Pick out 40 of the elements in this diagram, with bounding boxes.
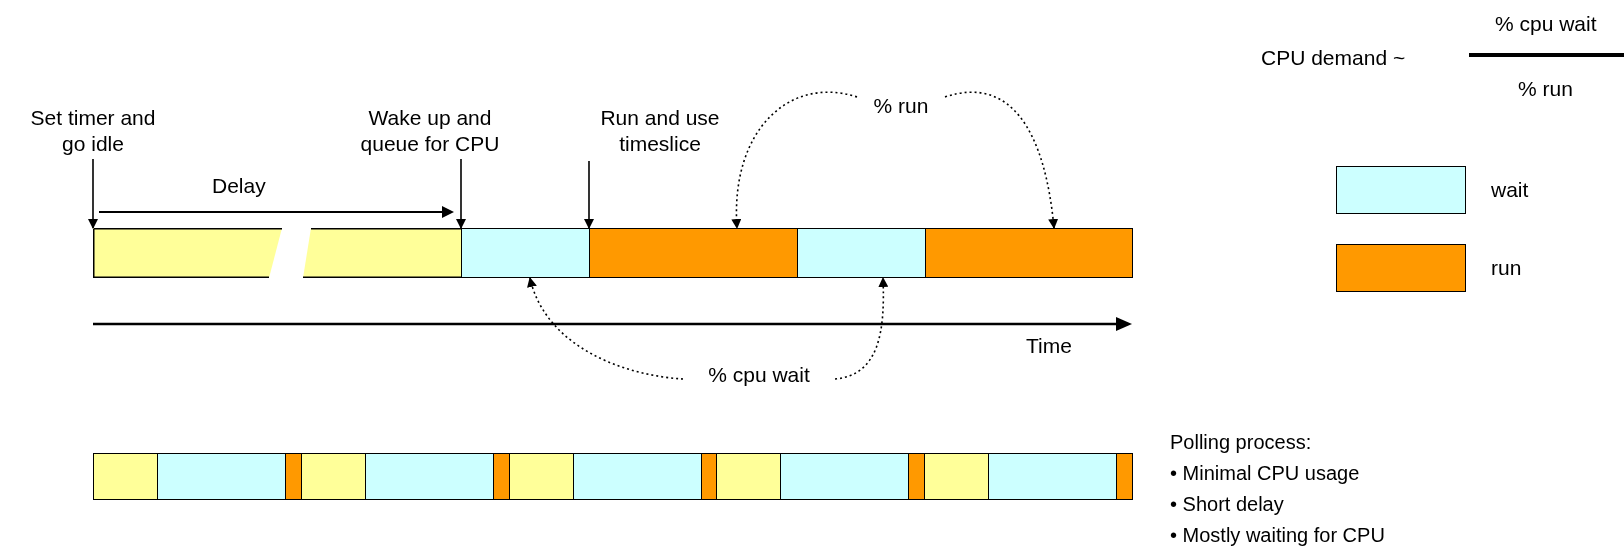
axis-label: Time <box>1026 333 1072 359</box>
formula-numerator: % cpu wait <box>1495 11 1597 37</box>
wait-bar-segment <box>988 453 1118 500</box>
arrow <box>88 158 98 229</box>
arrow <box>456 158 466 229</box>
legend-label: run <box>1491 255 1522 282</box>
dotted-arrow <box>527 277 684 380</box>
run-bar-segment <box>589 228 798 278</box>
step-label: % run <box>861 93 941 119</box>
arrow <box>584 160 594 229</box>
delay-bar-segment <box>716 453 782 500</box>
formula-label: CPU demand ~ <box>1261 45 1406 71</box>
step-label: Run and use timeslice <box>592 105 728 157</box>
note-heading: Polling process: <box>1170 430 1313 455</box>
dotted-arrow <box>944 91 1058 229</box>
bullet-item: • Short delay <box>1170 492 1285 517</box>
run-bar-segment <box>1116 453 1133 500</box>
wait-bar-segment <box>157 453 286 500</box>
formula-denominator: % run <box>1518 76 1573 102</box>
wait-bar-segment <box>572 453 702 500</box>
dotted-arrow <box>731 91 858 229</box>
legend-label: wait <box>1491 177 1529 204</box>
wait-bar-segment <box>461 228 590 278</box>
step-label: Wake up and queue for CPU <box>350 105 510 157</box>
wait-bar-segment <box>364 453 494 500</box>
delay-bar-segment <box>300 453 366 500</box>
delay-bar-segment <box>924 453 990 500</box>
delay-bar-segment <box>508 453 574 500</box>
wait-bar-segment <box>797 228 926 278</box>
dotted-arrow <box>834 277 889 380</box>
step-label: Set timer and go idle <box>23 105 163 157</box>
delay-bar-segment <box>93 228 462 278</box>
step-label: % cpu wait <box>689 362 829 388</box>
bullet-item: • Mostly waiting for CPU <box>1170 523 1385 548</box>
bullet-item: • Minimal CPU usage <box>1170 461 1361 486</box>
run-bar-segment <box>925 228 1133 278</box>
delay-label: Delay <box>212 173 266 199</box>
delay-bar-segment <box>93 453 158 500</box>
wait-bar-segment <box>780 453 910 500</box>
run-bar-segment <box>285 453 302 500</box>
